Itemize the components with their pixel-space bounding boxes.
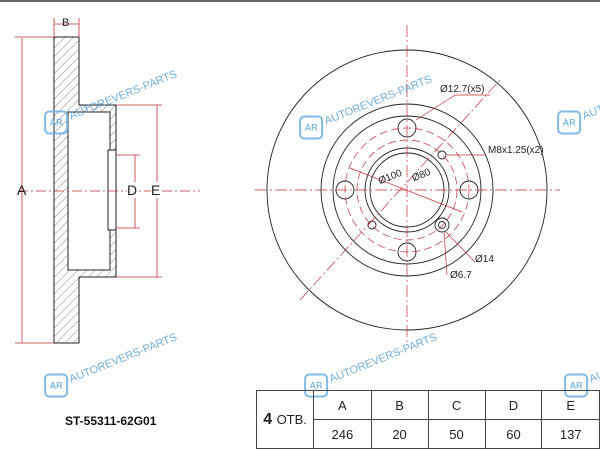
header-cell: B bbox=[370, 390, 429, 420]
dim-label-d: D bbox=[127, 182, 138, 198]
ar-logo-icon: AR bbox=[557, 110, 582, 135]
holes-label: ОТВ. bbox=[276, 411, 307, 427]
dim-label-a: A bbox=[17, 182, 27, 198]
part-number: ST-55311-62G01 bbox=[65, 414, 157, 428]
value-cell: 50 bbox=[427, 419, 486, 449]
thread-annotation: M8x1.25(x2) bbox=[488, 145, 544, 156]
side-section bbox=[15, 18, 200, 344]
dim-label-b: B bbox=[62, 17, 70, 29]
ar-logo-icon: AR bbox=[299, 115, 324, 140]
header-cell: D bbox=[484, 390, 543, 420]
header-cell: E bbox=[541, 390, 600, 420]
hole-inner-annotation: Ø6.7 bbox=[450, 270, 472, 281]
bolt-hole-annotation: Ø12.7(x5) bbox=[440, 84, 485, 95]
header-cell: A bbox=[313, 390, 372, 420]
front-view bbox=[255, 25, 560, 345]
value-cell: 60 bbox=[484, 419, 543, 449]
holes-count-cell: 4 ОТВ. bbox=[255, 390, 315, 449]
ar-logo-icon: AR bbox=[44, 373, 69, 398]
dim-label-e: E bbox=[151, 182, 161, 198]
header-cell: C bbox=[427, 390, 486, 420]
dimensions-table: 4 ОТВ. A B C D E 246 20 50 60 137 bbox=[255, 390, 600, 449]
holes-count: 4 bbox=[263, 410, 273, 428]
ar-logo-icon: AR bbox=[44, 110, 69, 135]
value-cell: 137 bbox=[541, 419, 600, 449]
hole-outer-annotation: Ø14 bbox=[475, 254, 494, 265]
value-cell: 246 bbox=[313, 419, 372, 449]
value-cell: 20 bbox=[370, 419, 429, 449]
